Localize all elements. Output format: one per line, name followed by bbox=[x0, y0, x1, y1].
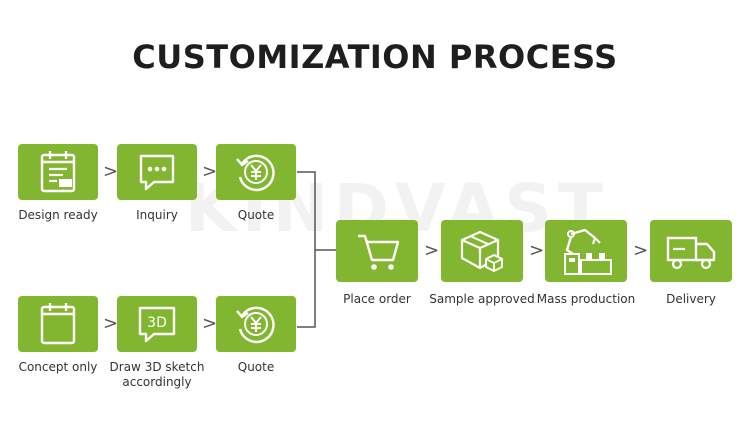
step-label: Concept only bbox=[18, 360, 98, 374]
page-title: CUSTOMIZATION PROCESS bbox=[132, 38, 618, 76]
step-label: Draw 3D sketch accordingly bbox=[109, 360, 205, 389]
package-box-icon bbox=[441, 220, 523, 282]
shopping-cart-icon bbox=[336, 220, 418, 282]
arrow-icon: > bbox=[103, 313, 119, 334]
step-label: Sample approved bbox=[429, 292, 535, 306]
step-label: Place order bbox=[343, 292, 411, 306]
arrow-icon: > bbox=[202, 313, 218, 334]
chat-bubble-icon bbox=[117, 144, 197, 200]
arrow-icon: > bbox=[633, 240, 649, 261]
step-label: Mass production bbox=[536, 292, 636, 306]
step-label: Inquiry bbox=[136, 208, 178, 222]
3d-badge-icon: 3D bbox=[117, 296, 197, 352]
yen-refresh-icon bbox=[216, 144, 296, 200]
arrow-icon: > bbox=[202, 161, 218, 182]
arrow-icon: > bbox=[103, 161, 119, 182]
yen-refresh-icon bbox=[216, 296, 296, 352]
arrow-icon: > bbox=[529, 240, 545, 261]
step-label: Delivery bbox=[666, 292, 716, 306]
robot-arm-icon bbox=[545, 220, 627, 282]
3d-badge-text: 3D bbox=[147, 315, 167, 331]
calendar-document-icon bbox=[18, 144, 98, 200]
step-label: Quote bbox=[237, 360, 275, 374]
step-label: Quote bbox=[237, 208, 275, 222]
step-label: Design ready bbox=[18, 208, 98, 222]
delivery-truck-icon bbox=[650, 220, 732, 282]
blank-page-icon bbox=[18, 296, 98, 352]
arrow-icon: > bbox=[424, 240, 440, 261]
